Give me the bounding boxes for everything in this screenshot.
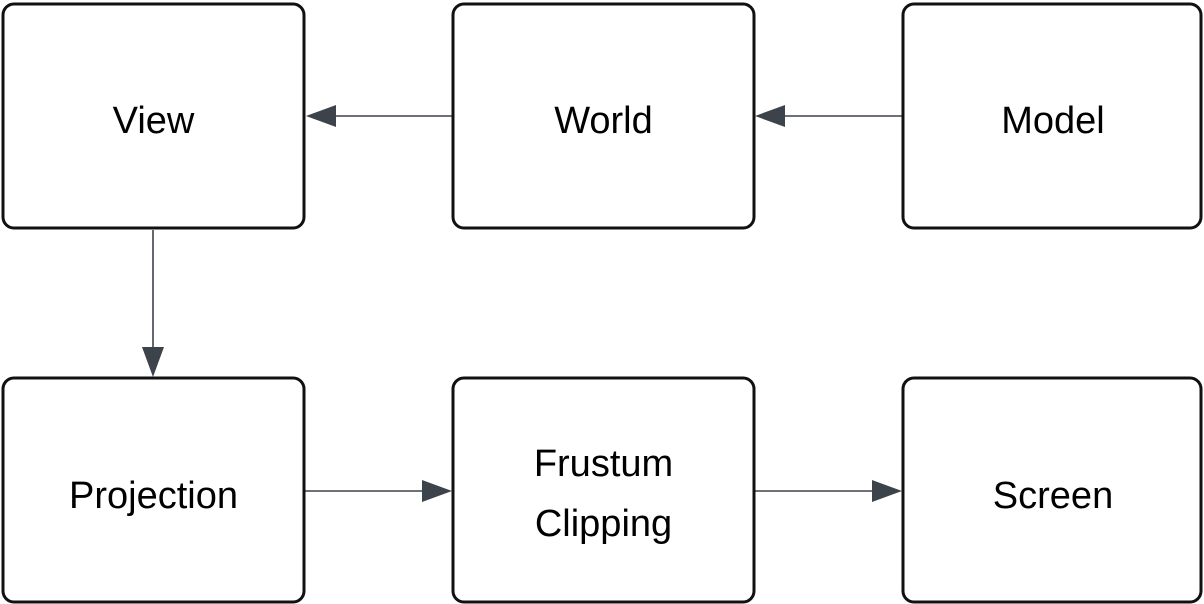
- node-screen[interactable]: Screen: [901, 376, 1203, 604]
- edge-world-to-view: [306, 105, 453, 127]
- arrowhead: [872, 480, 902, 502]
- edge-view-to-projection: [142, 230, 164, 377]
- arrowhead: [755, 105, 785, 127]
- node-model-label: Model: [1001, 100, 1105, 142]
- node-frustum-clipping-label-line-1: Frustum: [534, 443, 673, 485]
- node-world-box: [451, 2, 756, 230]
- node-frustum-clipping-box: [451, 376, 756, 604]
- node-projection[interactable]: Projection: [1, 376, 306, 604]
- node-model-box: [901, 2, 1203, 230]
- arrowhead: [422, 480, 452, 502]
- node-screen-label: Screen: [993, 475, 1113, 517]
- arrowhead: [142, 347, 164, 377]
- arrowhead: [306, 105, 336, 127]
- node-screen-box: [901, 376, 1203, 604]
- node-world-label: World: [554, 100, 653, 142]
- node-projection-box: [1, 376, 306, 604]
- node-projection-label: Projection: [69, 475, 238, 517]
- node-view[interactable]: View: [1, 2, 306, 230]
- edge-projection-to-frustum-clipping: [305, 480, 452, 502]
- node-view-label: View: [113, 100, 195, 142]
- node-world[interactable]: World: [451, 2, 756, 230]
- node-view-box: [1, 2, 306, 230]
- edge-model-to-world: [755, 105, 903, 127]
- edge-frustum-clipping-to-screen: [755, 480, 902, 502]
- node-frustum-clipping-label-line-2: Clipping: [535, 503, 672, 545]
- node-model[interactable]: Model: [901, 2, 1203, 230]
- node-frustum-clipping[interactable]: Frustum Clipping: [451, 376, 756, 604]
